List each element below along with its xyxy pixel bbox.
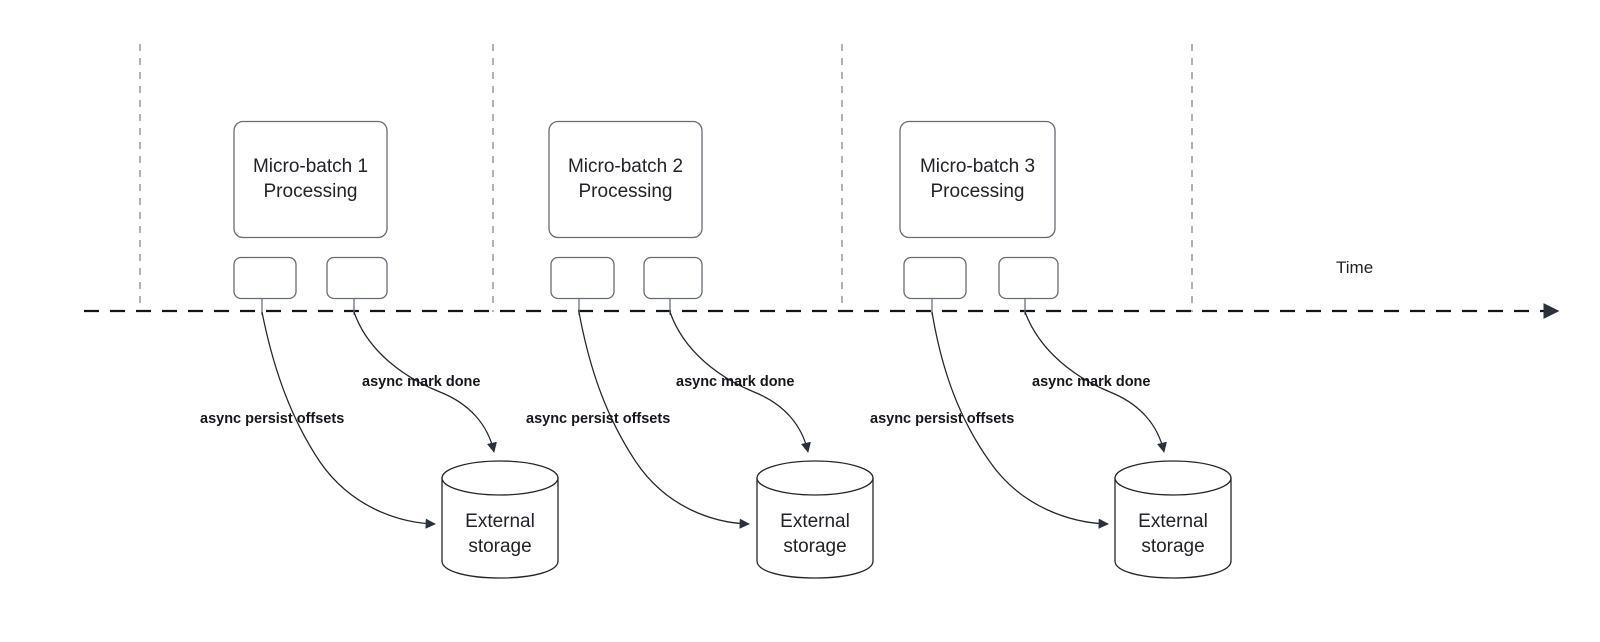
micro-batch-2-mark-done-task-box[interactable] [643, 256, 703, 300]
micro-batch-2-cylinder-body [756, 477, 874, 579]
micro-batch-1-persist-task-box[interactable] [233, 256, 297, 300]
micro-batch-1-external-storage-cylinder[interactable]: External storage [441, 460, 559, 579]
micro-batch-1-label-line2: Processing [264, 181, 358, 202]
micro-batch-3-async-persist-offsets-connector [931, 311, 1109, 529]
micro-batch-2-processing-box[interactable] [548, 120, 703, 239]
micro-batch-3-mark-done-task-box[interactable] [998, 256, 1059, 300]
micro-batch-2-persist-task-box[interactable] [550, 256, 615, 300]
micro-batch-3-async-persist-offsets-label: async persist offsets [870, 411, 1014, 427]
time-axis-label: Time [1336, 258, 1373, 277]
micro-batch-3-persist-task-box[interactable] [903, 256, 967, 300]
micro-batch-1-async-persist-offsets-connector [261, 311, 436, 529]
micro-batch-1-async-mark-done-label: async mark done [362, 374, 480, 390]
micro-batch-2-async-persist-offsets-connector [578, 311, 750, 529]
micro-batch-3-label-line1: Micro-batch 3 [920, 156, 1035, 177]
micro-batch-1-storage-label-line2: storage [468, 536, 531, 557]
micro-batch-3-storage-label-line2: storage [1141, 536, 1204, 557]
micro-batch-2-label-line2: Processing [579, 181, 673, 202]
micro-batch-2-storage-label-line2: storage [783, 536, 846, 557]
micro-batch-3-external-storage-cylinder[interactable]: External storage [1114, 460, 1232, 579]
micro-batch-group-2: Micro-batch 2 Processing async persist o… [526, 120, 874, 579]
micro-batch-3-async-mark-done-connector [1024, 311, 1167, 453]
micro-batch-3-label-line2: Processing [931, 181, 1025, 202]
time-axis: Time [84, 258, 1560, 319]
micro-batch-2-async-mark-done-label: async mark done [676, 374, 794, 390]
micro-batch-1-async-persist-offsets-label: async persist offsets [200, 411, 344, 427]
micro-batch-3-processing-box[interactable] [899, 120, 1056, 239]
micro-batch-3-async-mark-done-label: async mark done [1032, 374, 1150, 390]
micro-batch-2-async-persist-offsets-label: async persist offsets [526, 411, 670, 427]
micro-batch-2-external-storage-cylinder[interactable]: External storage [756, 460, 874, 579]
micro-batch-3-cylinder-body [1114, 477, 1232, 579]
micro-batch-group-1: Micro-batch 1 Processing async persist o… [200, 120, 559, 579]
micro-batch-1-processing-box[interactable] [233, 120, 388, 239]
micro-batch-2-cylinder-top [756, 460, 874, 496]
micro-batch-1-cylinder-top [441, 460, 559, 496]
micro-batch-2-storage-label-line1: External [780, 511, 850, 532]
micro-batch-3-cylinder-top [1114, 460, 1232, 496]
micro-batch-1-mark-done-task-box[interactable] [326, 256, 388, 300]
micro-batch-2-async-mark-done-connector [669, 311, 811, 453]
micro-batch-1-storage-label-line1: External [465, 511, 535, 532]
micro-batch-3-storage-label-line1: External [1138, 511, 1208, 532]
micro-batch-2-label-line1: Micro-batch 2 [568, 156, 683, 177]
micro-batch-group-3: Micro-batch 3 Processing async persist o… [870, 120, 1232, 579]
micro-batch-1-label-line1: Micro-batch 1 [253, 156, 368, 177]
micro-batch-1-cylinder-body [441, 477, 559, 579]
batch-boundary-ticks [139, 44, 1193, 312]
micro-batch-1-async-mark-done-connector [353, 311, 497, 453]
